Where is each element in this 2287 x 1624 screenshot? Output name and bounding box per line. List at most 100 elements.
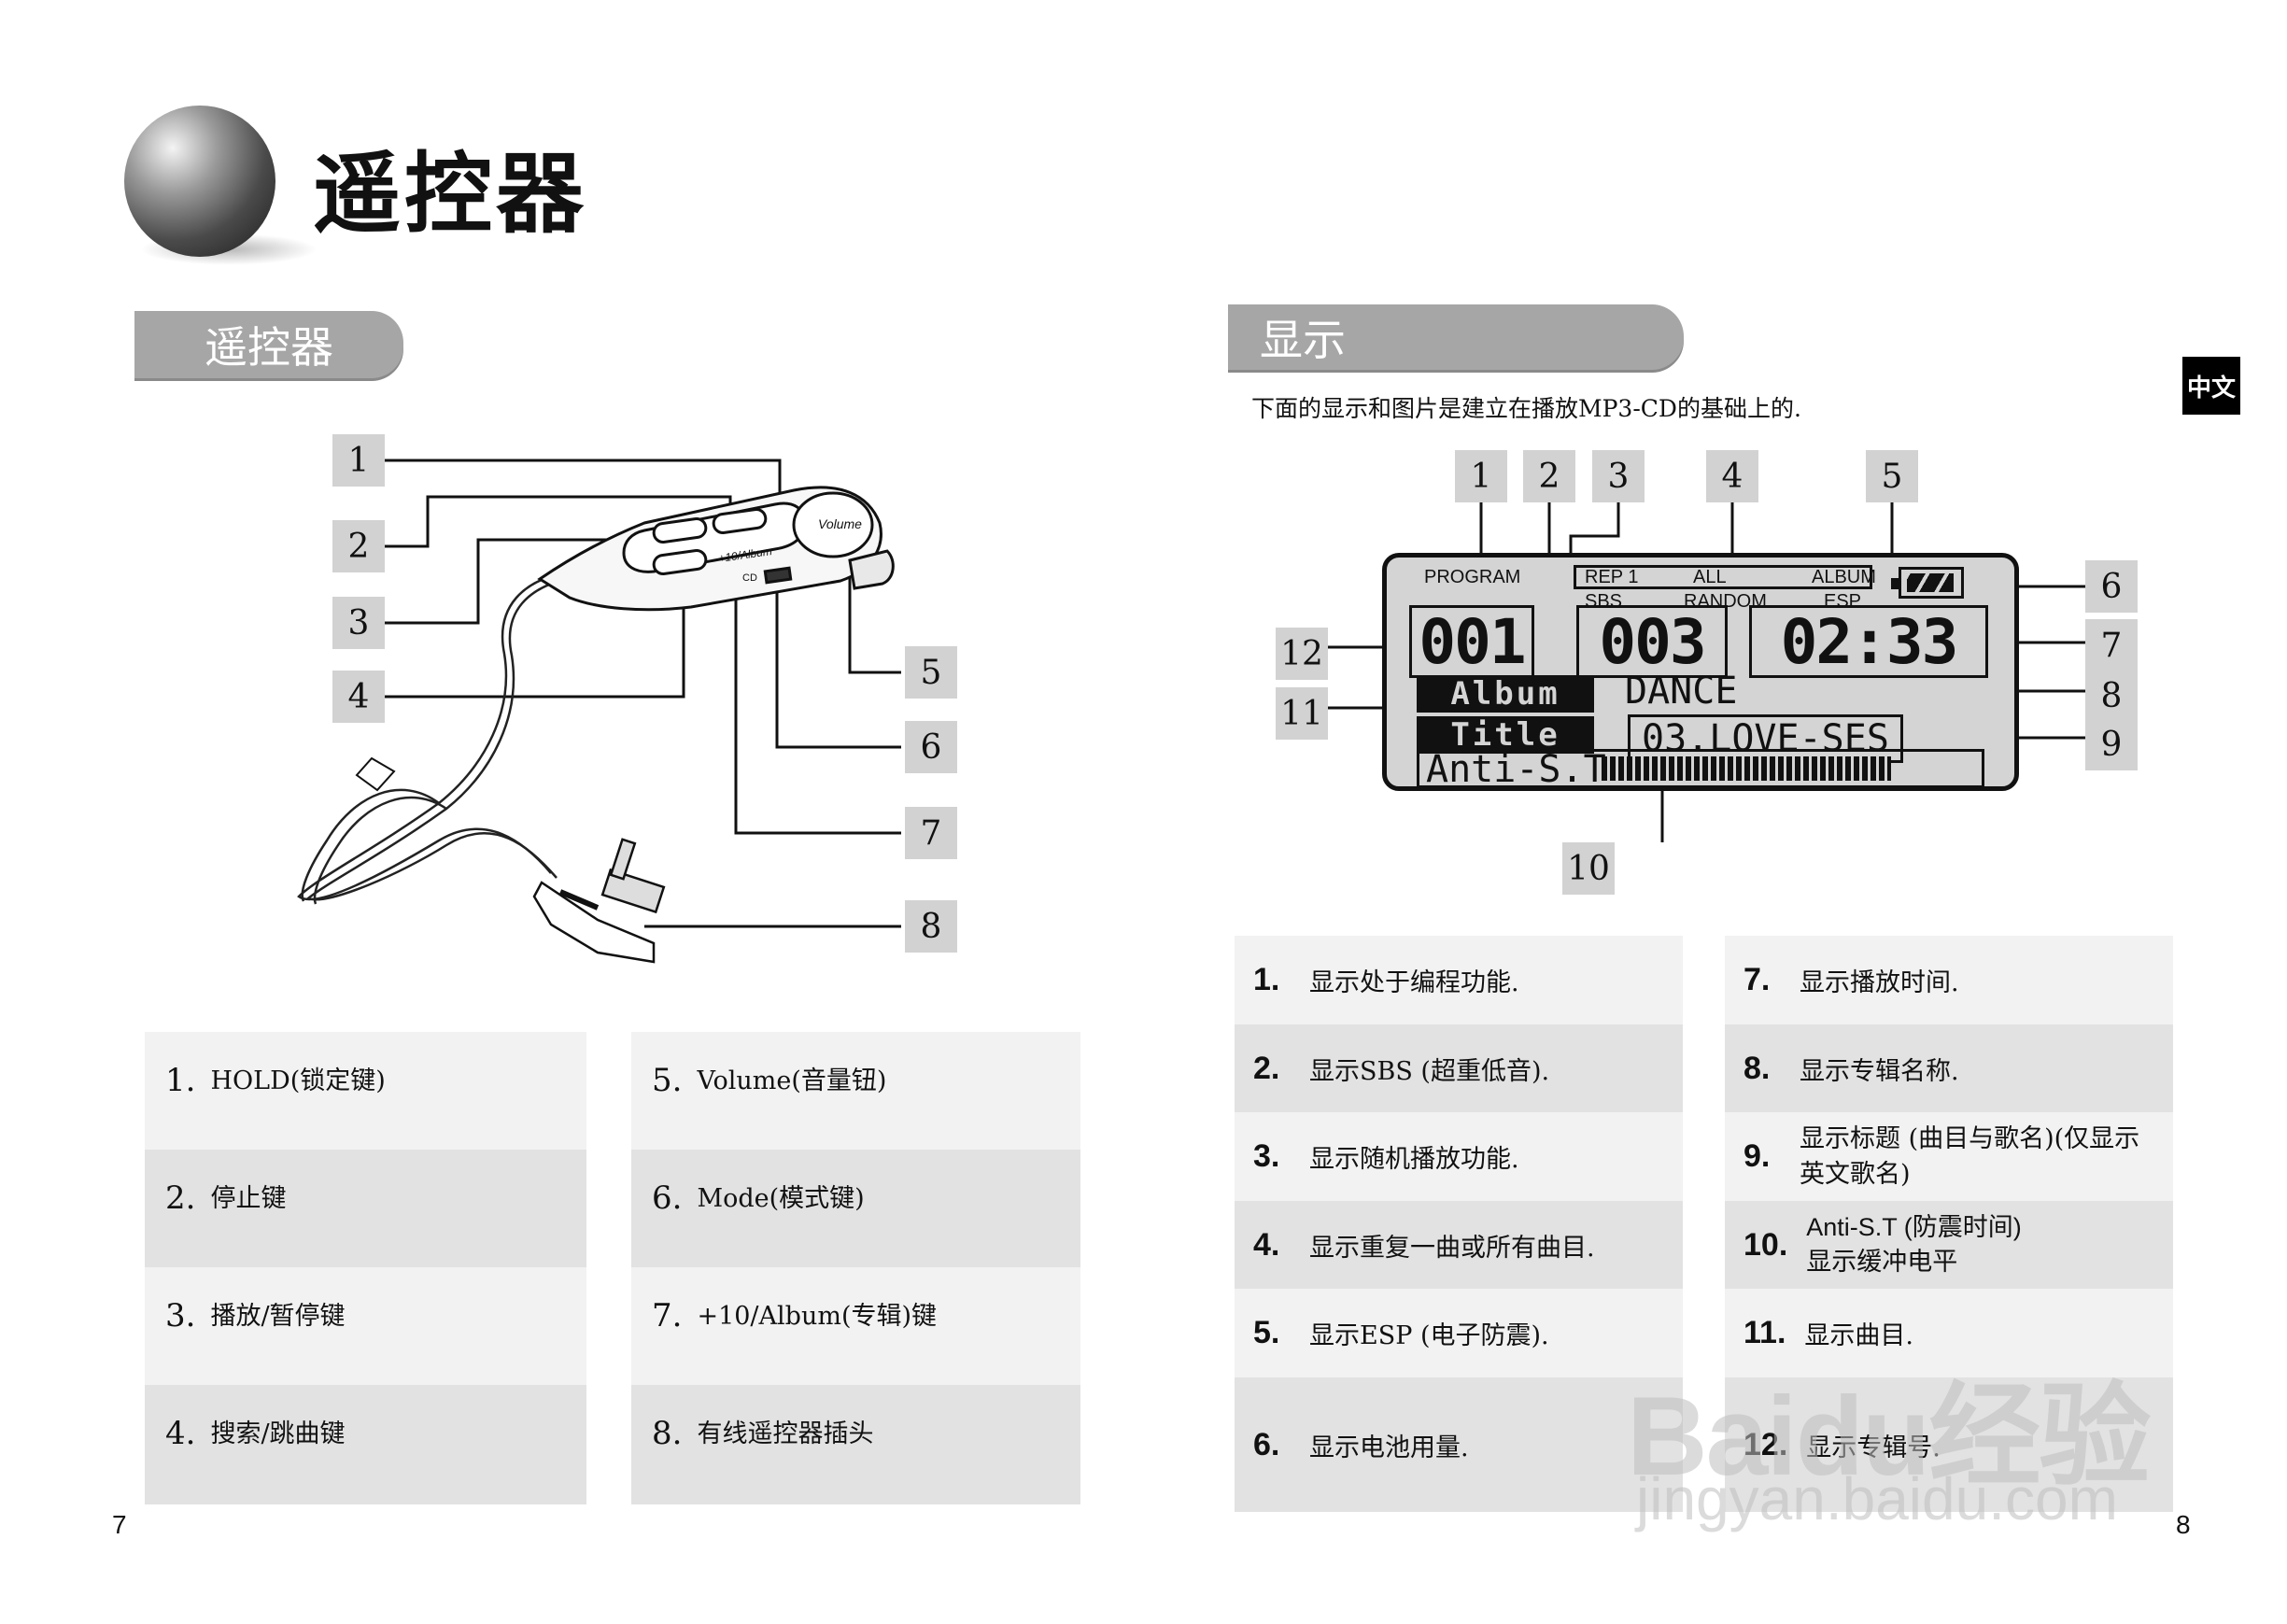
item-number: 8. bbox=[1743, 1050, 1771, 1086]
display-legend-item: 9. 显示标题 (曲目与歌名)(仅显示英文歌名) bbox=[1725, 1112, 2173, 1201]
title-ball-icon bbox=[124, 106, 275, 257]
lcd-album-number: 001 bbox=[1409, 605, 1534, 678]
display-legend-item: 12. 显示专辑号. bbox=[1725, 1377, 2173, 1512]
lcd-repeat-frame bbox=[1574, 565, 1872, 589]
item-text: HOLD(锁定键) bbox=[210, 1066, 386, 1095]
item-text: 显示处于编程功能. bbox=[1309, 968, 1519, 997]
callout-8: 8 bbox=[905, 900, 957, 953]
display-legend-item: 3. 显示随机播放功能. bbox=[1235, 1112, 1683, 1201]
remote-legend-item: 1. HOLD(锁定键) bbox=[145, 1032, 586, 1150]
display-legend-item: 2. 显示SBS (超重低音). bbox=[1235, 1024, 1683, 1112]
item-text: 显示随机播放功能. bbox=[1309, 1145, 1519, 1174]
section-header-remote: 遥控器 bbox=[134, 311, 403, 378]
item-number: 12. bbox=[1743, 1426, 1788, 1462]
item-text: 显示电池用量. bbox=[1309, 1433, 1469, 1462]
display-callout-7: 7 bbox=[2085, 619, 2138, 671]
item-text: 显示重复一曲或所有曲目. bbox=[1309, 1233, 1595, 1263]
remote-legend-item: 8.有线遥控器插头 bbox=[631, 1385, 1080, 1504]
callout-3: 3 bbox=[332, 597, 385, 649]
item-number: 10. bbox=[1743, 1226, 1788, 1263]
display-callout-9: 9 bbox=[2085, 718, 2138, 770]
item-text: Mode(模式键) bbox=[697, 1184, 865, 1213]
lcd-anti-st-label: Anti-S.T bbox=[1426, 748, 1606, 791]
item-text-line2: 显示缓冲电平 bbox=[1806, 1248, 1958, 1277]
device-cd-label: CD bbox=[742, 572, 757, 584]
callout-7: 7 bbox=[905, 807, 957, 859]
display-callout-6: 6 bbox=[2085, 560, 2138, 613]
display-legend-item: 10. Anti-S.T (防震时间) 显示缓冲电平 bbox=[1725, 1201, 2173, 1289]
remote-legend-item: 6.Mode(模式键) bbox=[631, 1150, 1080, 1267]
display-legend-item: 11. 显示曲目. bbox=[1725, 1289, 2173, 1377]
item-number: 1. bbox=[1253, 962, 1280, 997]
callout-4: 4 bbox=[332, 671, 385, 723]
lcd-program-indicator: PROGRAM bbox=[1424, 567, 1521, 587]
display-legend-item: 8.显示专辑名称. bbox=[1725, 1024, 2173, 1112]
item-text: Volume(音量钮) bbox=[697, 1066, 887, 1095]
display-callout-5: 5 bbox=[1866, 450, 1918, 502]
callout-1: 1 bbox=[332, 434, 385, 487]
battery-icon bbox=[1899, 567, 1964, 599]
item-number: 4. bbox=[1253, 1226, 1280, 1263]
item-text: 显示曲目. bbox=[1804, 1321, 1913, 1350]
item-text: 显示专辑号. bbox=[1806, 1433, 1941, 1462]
display-legend-item: 1. 显示处于编程功能. bbox=[1235, 936, 1683, 1024]
remote-legend-item: 7. +10/Album(专辑)键 bbox=[631, 1267, 1080, 1385]
item-text: 显示标题 (曲目与歌名)(仅显示英文歌名) bbox=[1800, 1123, 2140, 1189]
item-number: 9. bbox=[1743, 1138, 1771, 1174]
page-number-right: 8 bbox=[2176, 1510, 2191, 1539]
display-callout-8: 8 bbox=[2085, 670, 2138, 722]
lcd-play-time: 02:33 bbox=[1749, 605, 1988, 678]
lcd-album-indicator: ALBUM bbox=[1812, 567, 1876, 587]
section-header-label: 显示 bbox=[1260, 315, 1346, 365]
item-text: 显示ESP (电子防震). bbox=[1309, 1321, 1549, 1350]
remote-legend-item: 3.播放/暂停键 bbox=[145, 1267, 586, 1385]
item-number: 1. bbox=[165, 1062, 196, 1099]
lcd-anti-st-frame bbox=[1417, 749, 1984, 788]
lcd-album-tag: Album bbox=[1417, 675, 1594, 713]
display-callout-10: 10 bbox=[1562, 842, 1615, 895]
display-callout-3: 3 bbox=[1592, 450, 1645, 502]
item-number: 4. bbox=[165, 1415, 196, 1452]
language-tab: 中文 bbox=[2182, 357, 2240, 415]
item-number: 2. bbox=[165, 1179, 196, 1217]
item-text: 搜索/跳曲键 bbox=[210, 1419, 346, 1448]
item-text: +10/Album(专辑)键 bbox=[697, 1302, 938, 1331]
remote-legend-item: 5.Volume(音量钮) bbox=[631, 1032, 1080, 1150]
baidu-watermark-logo: Baidu经验 bbox=[1627, 1374, 2151, 1499]
display-legend-item: 5. 显示ESP (电子防震). bbox=[1235, 1289, 1683, 1377]
section-header-display: 显示 bbox=[1228, 304, 1684, 370]
item-number: 7. bbox=[652, 1297, 683, 1335]
intro-text: 下面的显示和图片是建立在播放MP3-CD的基础上的. bbox=[1251, 395, 1801, 422]
item-number: 11. bbox=[1743, 1315, 1786, 1350]
item-number: 8. bbox=[652, 1415, 683, 1452]
section-header-label: 遥控器 bbox=[205, 322, 333, 373]
display-legend-item: 6. 显示电池用量. bbox=[1235, 1377, 1683, 1512]
page-title: 遥控器 bbox=[313, 143, 588, 246]
item-number: 2. bbox=[1253, 1050, 1280, 1086]
remote-legend-item: 4. 搜索/跳曲键 bbox=[145, 1385, 586, 1504]
display-legend-item: 4. 显示重复一曲或所有曲目. bbox=[1235, 1201, 1683, 1289]
item-number: 6. bbox=[1253, 1426, 1280, 1462]
battery-tip bbox=[1891, 578, 1899, 589]
display-callout-2: 2 bbox=[1523, 450, 1575, 502]
item-text: 显示SBS (超重低音). bbox=[1309, 1056, 1550, 1086]
lcd-buffer-level-bar bbox=[1602, 756, 1891, 781]
item-number: 5. bbox=[1253, 1315, 1280, 1350]
lcd-title-tag: Title bbox=[1417, 716, 1594, 754]
display-callout-1: 1 bbox=[1455, 450, 1507, 502]
baidu-watermark-url: jingyan.baidu.com bbox=[1636, 1465, 2118, 1532]
remote-control-diagram: Volume +10/Album CD bbox=[297, 459, 901, 964]
callout-5: 5 bbox=[905, 646, 957, 699]
lcd-track-number: 003 bbox=[1576, 605, 1728, 678]
lcd-all-indicator: ALL bbox=[1693, 567, 1727, 587]
display-legend-item: 7.显示播放时间. bbox=[1725, 936, 2173, 1024]
device-volume-label: Volume bbox=[818, 516, 862, 531]
page-number-left: 7 bbox=[112, 1510, 127, 1539]
item-text: 播放/暂停键 bbox=[210, 1302, 346, 1331]
item-number: 3. bbox=[1253, 1138, 1280, 1174]
callout-6: 6 bbox=[905, 721, 957, 773]
lcd-rep1-indicator: REP 1 bbox=[1585, 567, 1639, 587]
lcd-display: PROGRAM REP 1 ALL ALBUM SBS RANDOM ESP 0… bbox=[1382, 553, 2019, 791]
callout-2: 2 bbox=[332, 520, 385, 572]
item-text: 显示播放时间. bbox=[1800, 968, 1959, 997]
